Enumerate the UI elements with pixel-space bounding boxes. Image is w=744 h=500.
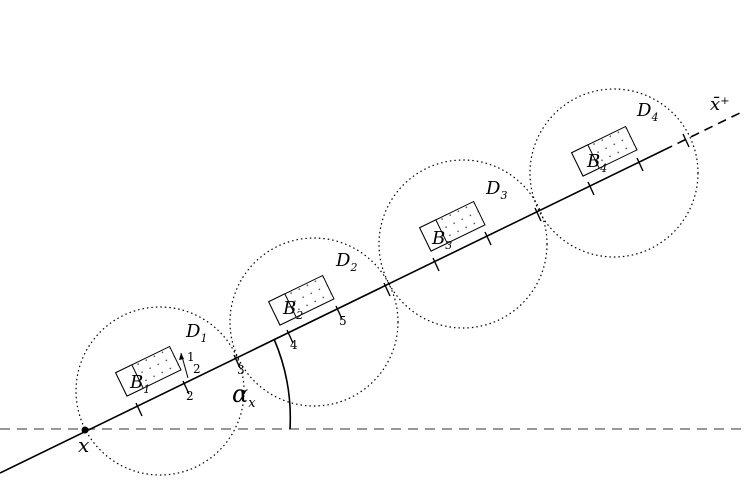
line-ticks xyxy=(135,133,690,417)
disc-d3 xyxy=(378,159,548,329)
tick-mark xyxy=(484,231,492,246)
tick-label: 2 xyxy=(186,389,194,403)
tick-mark xyxy=(383,282,391,297)
disc-d2 xyxy=(229,237,399,407)
disc-label-d4: D4 xyxy=(636,100,658,124)
disc-d1 xyxy=(75,306,245,476)
angle-label-main: α xyxy=(232,380,248,408)
box-label-b2: B2 xyxy=(282,298,303,322)
tick-mark xyxy=(636,157,644,172)
measure-arrowhead xyxy=(179,353,184,360)
angle-label: αx xyxy=(232,380,256,411)
tick-mark xyxy=(534,207,542,222)
tick-label: 1 xyxy=(187,350,195,364)
box-b3 xyxy=(418,200,486,252)
tick-mark xyxy=(135,402,143,417)
ray-dashed-extension xyxy=(663,110,744,151)
tick-label: 5 xyxy=(339,314,347,328)
tick-label: 3 xyxy=(237,363,245,377)
base-point xyxy=(81,426,89,434)
tick-mark xyxy=(286,329,294,344)
tick-label: 2 xyxy=(193,362,201,376)
tick-mark xyxy=(233,354,241,369)
tick-label: 4 xyxy=(290,338,298,352)
box-label-b3: B3 xyxy=(431,228,452,252)
tick-mark xyxy=(682,133,690,148)
main-ray-line xyxy=(0,149,665,474)
disc-d4 xyxy=(529,88,699,258)
angle-arc xyxy=(273,338,292,430)
box-label-b1: B1 xyxy=(129,372,150,396)
box-b4 xyxy=(570,125,638,177)
box-b2 xyxy=(267,274,335,326)
disc-label-d1: D1 xyxy=(185,321,207,345)
disc-label-d2: D2 xyxy=(335,250,357,274)
ray-label: x̄⁺ xyxy=(710,94,730,115)
tick-mark xyxy=(182,380,190,395)
tick-mark xyxy=(432,257,440,272)
disc-label-d3: D3 xyxy=(485,178,507,202)
box-b1 xyxy=(114,345,182,397)
point-label: x xyxy=(78,433,89,457)
box-label-b4: B4 xyxy=(586,151,607,175)
angle-label-sub: x xyxy=(248,396,256,411)
tick-mark xyxy=(335,305,343,320)
tick-mark xyxy=(587,181,595,196)
